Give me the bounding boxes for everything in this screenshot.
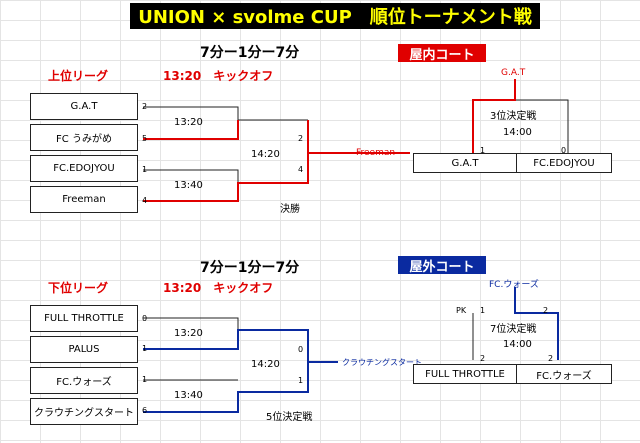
score: 4 — [142, 196, 148, 205]
score: 0 — [561, 146, 567, 155]
score: 1 — [142, 344, 148, 353]
upper-bracket-line-1 — [143, 106, 239, 120]
match-time: 13:40 — [174, 390, 203, 401]
team-box: FC.ウォーズ — [30, 367, 138, 394]
upper-winner: Freeman — [356, 148, 396, 158]
final-label: 決勝 — [280, 204, 300, 215]
seventh-place-winner-line — [514, 287, 559, 360]
match-time: 13:20 — [174, 117, 203, 128]
upper-winner-line-2 — [143, 152, 410, 202]
team-box: FULL THROTTLE — [30, 305, 138, 332]
final-score: 1 — [298, 376, 304, 385]
lower-league-label: 下位リーグ — [48, 281, 109, 295]
lower-winner-line-1 — [143, 329, 338, 363]
score: 1 — [142, 375, 148, 384]
third-place-label: 3位決定戦 — [490, 111, 537, 122]
upper-winner-line-1 — [143, 120, 239, 140]
lower-winner: クラウチングスタート — [342, 358, 422, 367]
score: 5 — [142, 134, 148, 143]
seventh-place-label: 7位決定戦 — [490, 324, 537, 335]
upper-format: 7分ー1分ー7分 — [200, 45, 300, 61]
score: 0 — [142, 314, 148, 323]
team-box: G.A.T — [413, 153, 517, 173]
match-time: 13:40 — [174, 180, 203, 191]
third-place-winner-line — [472, 79, 516, 153]
team-box: FC.ウォーズ — [516, 364, 612, 384]
score: 2 — [548, 354, 554, 363]
team-box: PALUS — [30, 336, 138, 363]
seventh-place-winner: FC.ウォーズ — [489, 280, 539, 290]
lower-bracket-line-1 — [143, 317, 239, 330]
pk-label: PK — [456, 306, 467, 315]
upper-kickoff: 13:20 キックオフ — [163, 69, 274, 83]
lower-kickoff: 13:20 キックオフ — [163, 281, 274, 295]
team-box: FC うみがめ — [30, 124, 138, 151]
team-box: FC.EDOJYOU — [516, 153, 612, 173]
pk-score: 1 — [480, 306, 486, 315]
score: 2 — [480, 354, 486, 363]
score: 1 — [480, 146, 486, 155]
third-place-time: 14:00 — [503, 127, 532, 138]
lower-format: 7分ー1分ー7分 — [200, 260, 300, 276]
team-box: FC.EDOJYOU — [30, 155, 138, 182]
score: 1 — [142, 165, 148, 174]
score: 6 — [142, 406, 148, 415]
pk-score: 2 — [543, 306, 549, 315]
team-box: Freeman — [30, 186, 138, 213]
final-score: 4 — [298, 165, 304, 174]
upper-bracket-line-2 — [143, 169, 239, 183]
final-label: 5位決定戦 — [266, 412, 313, 423]
match-time: 14:20 — [251, 149, 280, 160]
team-box: FULL THROTTLE — [413, 364, 517, 384]
upper-league-label: 上位リーグ — [48, 69, 109, 83]
match-time: 14:20 — [251, 359, 280, 370]
lower-winner-line-2 — [143, 362, 309, 413]
page-title: UNION × svolme CUP 順位トーナメント戦 — [130, 3, 540, 29]
team-box: クラウチングスタート — [30, 398, 138, 425]
final-score: 2 — [298, 134, 304, 143]
seventh-place-time: 14:00 — [503, 339, 532, 350]
score: 2 — [142, 102, 148, 111]
outdoor-court-label: 屋外コート — [398, 256, 486, 275]
indoor-court-label: 屋内コート — [398, 44, 486, 63]
team-box: G.A.T — [30, 93, 138, 120]
final-score: 0 — [298, 345, 304, 354]
match-time: 13:20 — [174, 328, 203, 339]
third-place-winner: G.A.T — [501, 68, 526, 78]
